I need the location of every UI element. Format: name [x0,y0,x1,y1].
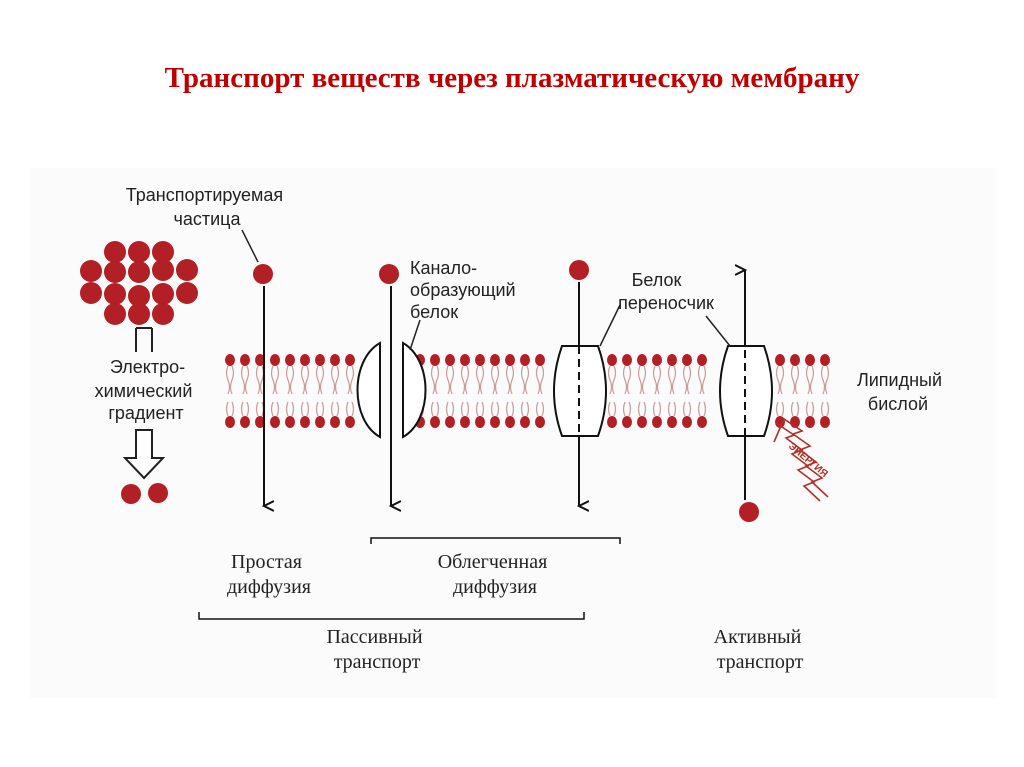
particle [104,261,126,283]
channel-protein-label: Канало- образующий белок [410,258,521,322]
gradient-label: Электро- химический градиент [95,357,198,423]
particle [121,484,141,504]
particle [128,241,150,263]
lipid-molecule [240,354,250,428]
particle [128,261,150,283]
leader-line [599,304,621,347]
particle [80,260,102,282]
lipid-molecule [315,354,325,428]
lipid-molecule [225,354,235,428]
active-transport-label: Активный транспорт [714,626,807,673]
lipid-molecule [490,354,500,428]
particle [104,303,126,325]
lipid-molecule [460,354,470,428]
gradient-arrow-bottom-icon [122,429,166,480]
passive-transport-label: Пассивный транспорт [326,626,427,673]
lipid-molecule [505,354,515,428]
lipid-molecule [270,354,280,428]
lipid-molecule [255,354,265,428]
lipid-molecule [535,354,545,428]
lipid-molecule [667,354,677,428]
channel-protein-left-icon [356,341,381,439]
passive-bracket [198,612,585,620]
lipid-molecule [520,354,530,428]
leader-line [409,319,421,351]
particle [80,282,102,304]
particle [152,259,174,281]
lipid-molecule [345,354,355,428]
particle [569,260,589,280]
particle [739,502,759,522]
lipid-molecule [820,354,830,428]
particle [152,303,174,325]
leader-line [705,315,731,347]
lipid-molecule [697,354,707,428]
carrier-protein-label: Белок переносчик [618,270,714,313]
particle [104,241,126,263]
particle [148,483,168,503]
lipid-molecule [652,354,662,428]
particle-label: Транспортируемая частица [126,185,288,229]
gradient-arrow-top-icon [135,327,153,352]
particle [379,264,399,284]
facilitated-bracket [370,537,621,544]
lipid-molecule [330,354,340,428]
particle [104,283,126,305]
lipid-molecule [285,354,295,428]
lipid-bilayer [225,354,830,428]
lipid-molecule [805,354,815,428]
particle [253,264,273,284]
lipid-molecule [622,354,632,428]
lipid-molecule [607,354,617,428]
lipid-molecule [637,354,647,428]
leader-line [241,229,259,263]
slide-title: Транспорт веществ через плазматическую м… [164,62,860,94]
facilitated-diffusion-label: Облегченная диффузия [438,551,553,598]
energy-icon [773,417,829,502]
lipid-molecule [790,354,800,428]
particle-cluster [80,241,198,325]
particle [176,282,198,304]
simple-diffusion-label: Простая диффузия [227,551,311,598]
particle [176,259,198,281]
particle [152,283,174,305]
particle [128,285,150,307]
particle [152,241,174,263]
figure-background [30,168,996,698]
lipid-molecule [682,354,692,428]
lipid-molecule [300,354,310,428]
lipid-molecule [445,354,455,428]
lipid-molecule [475,354,485,428]
lipid-molecule [775,354,785,428]
channel-protein-right-icon [402,341,427,439]
lipid-molecule [430,354,440,428]
particle [128,303,150,325]
lipid-bilayer-label: Липидный бислой [857,370,947,414]
